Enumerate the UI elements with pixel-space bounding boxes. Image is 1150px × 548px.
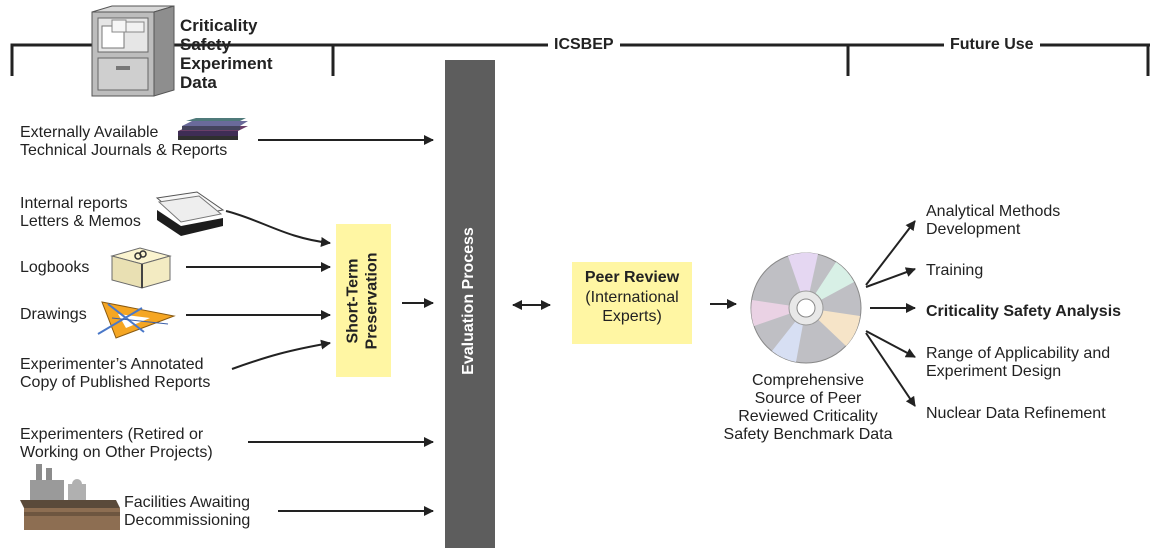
use-criticality-safety-analysis: Criticality Safety Analysis <box>926 303 1122 320</box>
analytical-line-1: Analytical Methods <box>926 203 1061 220</box>
facilities-line-2: Decommissioning <box>124 512 251 529</box>
internal-line-2: Letters & Memos <box>20 213 141 230</box>
short-term-preservation-label: Short-Term Preservation <box>344 228 384 375</box>
arrow-internal <box>225 210 331 247</box>
data-title: Criticality Safety Experiment Data <box>180 16 273 92</box>
external-line-1: Externally Available <box>20 124 159 141</box>
books-icon <box>178 118 248 140</box>
use-training: Training <box>926 262 984 279</box>
future-use-label: Future Use <box>944 36 1040 54</box>
caption-line-2: Source of Peer <box>754 390 862 407</box>
arrow-annotated <box>231 339 331 370</box>
benchmark-source-caption: Comprehensive Source of Peer Reviewed Cr… <box>708 372 908 444</box>
file-cabinet-icon <box>91 5 175 97</box>
data-title-line: Criticality <box>180 16 258 35</box>
annotated-line-1: Experimenter’s Annotated <box>20 356 204 373</box>
peer-review-sub-1: (International <box>585 289 679 306</box>
peer-review-sub-2: Experts) <box>602 308 662 325</box>
internal-source-label: Internal reports Letters & Memos <box>20 195 141 231</box>
data-title-line: Experiment <box>180 54 273 73</box>
logbook-icon <box>110 247 172 289</box>
cd-disc-icon <box>750 252 862 364</box>
caption-line-4: Safety Benchmark Data <box>723 426 893 443</box>
experimenters-line-1: Experimenters (Retired or <box>20 426 204 443</box>
arrow-range <box>865 330 916 358</box>
logbooks-label: Logbooks <box>20 259 90 276</box>
icsbep-label: ICSBEP <box>548 36 620 54</box>
experimenters-line-2: Working on Other Projects) <box>20 444 213 461</box>
use-nuclear-data-refinement: Nuclear Data Refinement <box>926 405 1106 422</box>
range-line-1: Range of Applicability and <box>926 345 1111 362</box>
external-source-label: Externally Available Technical Journals … <box>20 124 227 160</box>
data-title-line: Safety <box>180 35 232 54</box>
short-term-preservation-box: Short-Term Preservation <box>336 224 391 377</box>
short-term-line-2: Preservation <box>363 252 381 350</box>
annotated-source-label: Experimenter’s Annotated Copy of Publish… <box>20 356 210 392</box>
evaluation-process-label: Evaluation Process <box>460 227 477 375</box>
facilities-line-1: Facilities Awaiting <box>124 494 250 511</box>
peer-review-title: Peer Review <box>584 269 680 286</box>
use-analytical-methods: Analytical Methods Development <box>926 203 1060 239</box>
factory-icon <box>20 464 120 530</box>
analytical-line-2: Development <box>926 221 1021 238</box>
annotated-line-2: Copy of Published Reports <box>20 374 211 391</box>
short-term-line-1: Short-Term <box>344 258 362 344</box>
arrow-training <box>865 267 916 288</box>
peer-review-box: Peer Review (International Experts) <box>572 262 692 344</box>
caption-line-3: Reviewed Criticality <box>738 408 878 425</box>
evaluation-process-bar: Evaluation Process <box>445 60 495 548</box>
drawings-label: Drawings <box>20 306 87 323</box>
range-line-2: Experiment Design <box>926 363 1062 380</box>
data-title-line: Data <box>180 73 217 92</box>
external-line-2: Technical Journals & Reports <box>20 142 228 159</box>
experimenters-source-label: Experimenters (Retired or Working on Oth… <box>20 426 213 462</box>
paper-tray-icon <box>155 191 225 236</box>
internal-line-1: Internal reports <box>20 195 128 212</box>
use-range-of-applicability: Range of Applicability and Experiment De… <box>926 345 1110 381</box>
arrow-analytical <box>865 220 916 286</box>
caption-line-1: Comprehensive <box>751 372 865 389</box>
facilities-source-label: Facilities Awaiting Decommissioning <box>124 494 250 530</box>
arrow-nuclear <box>865 332 916 407</box>
drafting-triangle-icon <box>97 301 176 339</box>
